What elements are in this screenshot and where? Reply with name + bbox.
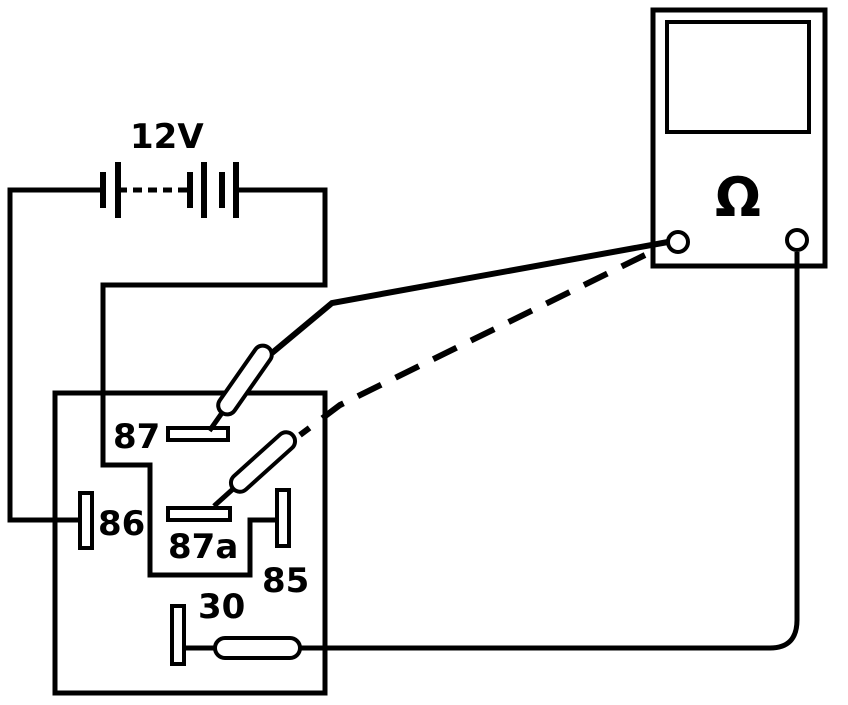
terminal-87a bbox=[166, 506, 232, 522]
probe-30 bbox=[184, 636, 302, 660]
ohmmeter-right-jack bbox=[785, 228, 809, 252]
terminal-30 bbox=[170, 604, 186, 666]
ohmmeter: Ω bbox=[650, 7, 828, 269]
ohmmeter-symbol: Ω bbox=[715, 166, 761, 229]
terminal-30-label: 30 bbox=[198, 587, 245, 627]
test-lead-to-30 bbox=[300, 252, 800, 651]
battery-wire-to-86 bbox=[7, 187, 103, 523]
terminal-85 bbox=[275, 488, 291, 548]
terminal-85-label: 85 bbox=[262, 561, 309, 601]
battery-wire-to-87a bbox=[100, 187, 328, 578]
terminal-86-label: 86 bbox=[98, 504, 145, 544]
terminal-87a-label: 87a bbox=[168, 527, 238, 567]
ohmmeter-left-jack bbox=[666, 230, 690, 254]
battery-symbol bbox=[100, 162, 239, 218]
relay-housing bbox=[52, 390, 328, 696]
probe-87a bbox=[212, 430, 298, 509]
test-lead-solid bbox=[270, 239, 669, 356]
probe-87 bbox=[207, 343, 274, 433]
terminal-87-label: 87 bbox=[113, 417, 160, 457]
battery-voltage-label: 12V bbox=[130, 117, 204, 157]
test-lead-dashed bbox=[298, 252, 647, 438]
terminal-87 bbox=[166, 426, 230, 442]
battery-circuit bbox=[7, 162, 328, 578]
ohmmeter-display bbox=[665, 20, 811, 134]
terminal-86 bbox=[78, 491, 94, 550]
